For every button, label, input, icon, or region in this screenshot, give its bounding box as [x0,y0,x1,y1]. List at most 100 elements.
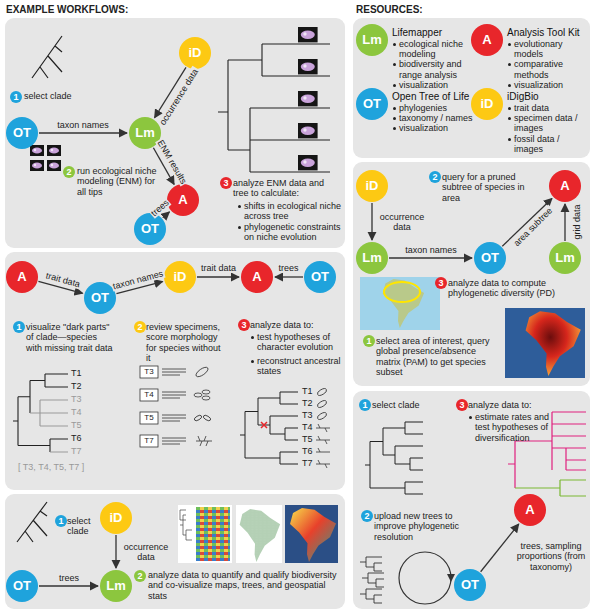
resource-circle: A [514,494,546,526]
step-text: analyze data to compute phylogenetic div… [448,278,584,299]
callout-number: 2 [429,171,441,183]
data-flow-arrow [163,212,170,218]
resource-initials: iD [481,97,494,112]
callout-number: 2 [63,166,75,178]
edge-label: taxon names [404,245,458,255]
specimen-label: T5 [144,413,153,422]
resource-initials: OT [141,222,159,237]
resource-initials: A [252,270,261,285]
step-text: select area of interest, query global pr… [376,336,500,377]
edge-label: occurrence data [122,542,170,563]
resource-description: iDigBiotrait dataspecimen data / imagesf… [507,91,589,154]
step-text: analyze data to: [468,400,548,410]
taxon-label: T1 [71,368,82,378]
edge-label: grid data [572,203,582,240]
taxon-label: T2 [71,381,82,391]
resource-initials: iD [189,46,202,61]
resource-initials: Lm [106,579,126,594]
data-flow-arrow [389,257,472,258]
resource-circle: A [167,184,199,216]
step-text: upload new trees to improve phylogenetic… [374,511,484,542]
step-text: estimate rates and test hypotheses of di… [468,412,555,443]
resource-feature: taxonomy / names [392,113,484,123]
resource-circle: A [241,261,273,293]
resource-circle: Lm [356,242,388,274]
workflow-panel: RESOURCES:LmLifemapperecological niche m… [353,18,590,158]
workflow-panel: visualize "dark parts" of clade—species … [5,252,345,490]
resource-initials: A [17,270,26,285]
section-heading: EXAMPLE WORKFLOWS: [6,4,128,16]
resource-initials: OT [481,251,499,266]
resource-initials: OT [13,126,31,141]
step-text: select clade [372,400,432,410]
resource-feature: comparative methods [507,59,589,80]
resource-initials: Lm [362,33,382,48]
resource-circle: iD [356,170,388,202]
resource-description: Analysis Tool Kitevolutionary modelscomp… [507,27,589,90]
step-text: analyze ENM data and tree to calculate: [233,178,341,199]
resource-initials: A [178,193,187,208]
callout-number: 2 [134,321,146,333]
resource-initials: OT [363,97,381,112]
taxon-label: T3 [302,410,313,420]
resource-feature: visualization [392,123,484,133]
step-text: analyze data to quantify and qualify bio… [148,570,340,601]
edge-label: taxon names [56,120,110,130]
resource-description: Open Tree of Lifephylogeniestaxonomy / n… [392,91,484,134]
resource-feature: trait data [507,103,589,113]
data-flow-arrow [39,132,127,133]
edge-label: trees [277,263,299,273]
callout-number: 1 [13,321,25,333]
resource-feature: visualization [507,80,589,90]
step-text: shifts in ecological niche across tree [237,201,348,222]
resource-feature: visualization [392,80,484,90]
resource-circle: AAnalysis Tool Kitevolutionary modelscom… [471,24,503,56]
resource-circle: A [6,261,38,293]
step-text: test hypotheses of character evolution [250,332,349,353]
callout-number: 3 [435,277,447,289]
step-text: select clade [67,516,97,537]
resource-circle: iD [179,37,211,69]
data-flow-arrow [197,276,239,277]
taxon-label: T6 [71,433,82,443]
resource-circle: iD [164,261,196,293]
data-flow-arrow [39,585,98,586]
taxon-label: T3 [71,394,82,404]
taxon-label: T5 [302,434,313,444]
resource-circle: A [549,170,581,202]
data-flow-arrow [564,204,565,241]
taxon-label: T7 [71,446,82,456]
callout-number: 1 [359,399,371,411]
callout-number: 1 [10,91,22,103]
callout-number: 3 [220,177,232,189]
resource-name: Analysis Tool Kit [507,27,589,39]
specimen-label: T3 [144,367,153,376]
resource-circle: OT [6,117,38,149]
resource-initials: Lm [555,251,575,266]
step-text: query for a pruned subtree of species in… [442,172,534,203]
resource-circle: Lm [549,242,581,274]
edge-label: occurrence data [378,212,426,233]
data-flow-arrow [371,203,372,240]
resource-initials: iD [366,179,379,194]
resource-circle: OT [134,213,166,245]
step-text: run ecological niche modeling (ENM) for … [77,166,157,197]
resource-initials: iD [110,511,123,526]
resource-initials: OT [311,270,329,285]
taxon-label: T4 [71,407,82,417]
resource-feature: evolutionary models [507,39,589,60]
resource-initials: OT [91,291,109,306]
edge-label: trait data [200,263,237,273]
specimen-label: T4 [144,390,153,399]
resource-circle: iD [100,502,132,534]
data-flow-arrow [275,276,303,277]
taxon-label: T2 [302,398,313,408]
taxon-label: [ T3, T4, T5, T7 ] [18,462,84,472]
taxon-label: T1 [302,386,313,396]
resource-feature: biodiversity and range analysis [392,59,484,80]
resource-circle: OT [6,570,38,602]
resource-description: Lifemapperecological niche modelingbiodi… [392,27,484,90]
resource-circle: OTOpen Tree of Lifephylogeniestaxonomy /… [356,88,388,120]
taxon-label: T7 [302,458,313,468]
